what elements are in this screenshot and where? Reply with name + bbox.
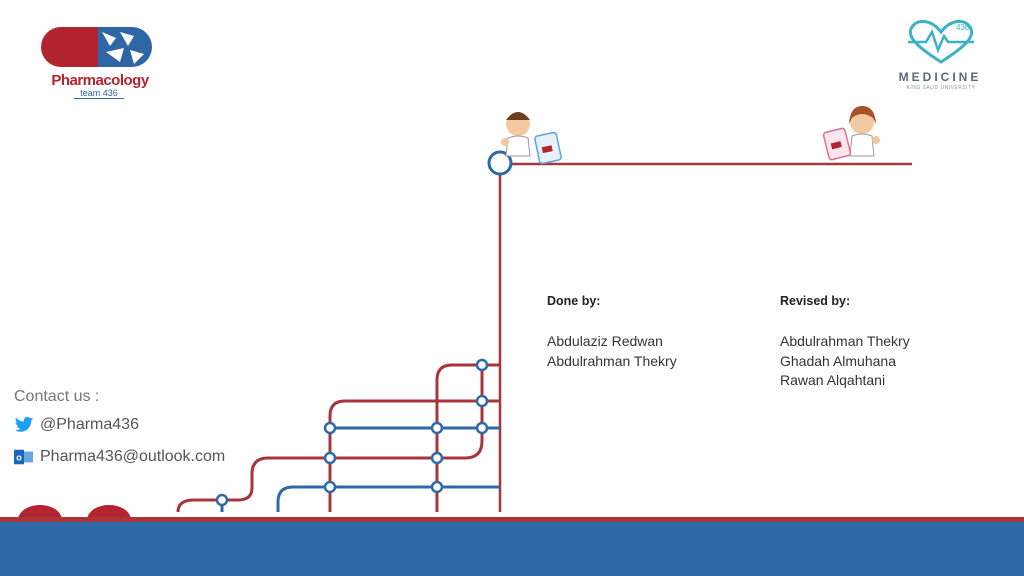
contact-title: Contact us : — [14, 388, 100, 405]
red-route-1 — [435, 363, 500, 512]
revised-by-name: Rawan Alqahtani — [780, 372, 886, 388]
twitter-contact[interactable]: @Pharma436 — [14, 416, 225, 434]
done-by-heading: Done by: — [547, 294, 601, 308]
station-dot — [430, 451, 444, 465]
revised-by-heading: Revised by: — [780, 294, 851, 308]
twitter-icon — [14, 416, 34, 432]
station-dot — [323, 480, 337, 494]
logo-badge: 436 — [956, 23, 970, 32]
logo-subtitle-right: KING SAUD UNIVERSITY — [906, 85, 976, 91]
revised-by-name: Abdulrahman Thekry — [780, 333, 910, 349]
male-doctor-icon — [501, 112, 562, 165]
station-dot — [475, 358, 489, 372]
svg-text:o: o — [16, 453, 22, 463]
logo-title-right: MEDICINE — [898, 70, 982, 84]
contact-section: Contact us : @Pharma436 o Pharma436@outl… — [14, 388, 225, 480]
done-by-name: Abdulrahman Thekry — [547, 352, 677, 369]
outlook-icon: o — [14, 449, 34, 465]
pharmacology-logo: Pharmacology team 436 — [36, 24, 156, 104]
station-dot — [430, 421, 444, 435]
twitter-handle: @Pharma436 — [40, 416, 139, 433]
revised-by-name: Ghadah Almuhana — [780, 352, 896, 369]
floor-red-line — [0, 517, 1024, 522]
station-dot — [323, 421, 337, 435]
blue-route-2 — [276, 485, 500, 512]
heart-pulse-icon: 436 — [908, 19, 974, 64]
station-dot — [323, 451, 337, 465]
female-doctor-icon — [822, 106, 880, 161]
revised-by-section: Revised by: Abdulrahman Thekry Ghadah Al… — [780, 294, 910, 391]
logo-subtitle: team 436 — [74, 88, 124, 99]
station-dot — [430, 480, 444, 494]
pill-icon — [41, 27, 152, 67]
floor-blue-band — [0, 522, 1024, 576]
red-route-2 — [328, 399, 500, 512]
station-dot — [215, 493, 229, 507]
logo-title: Pharmacology — [51, 72, 149, 89]
email-address: Pharma436@outlook.com — [40, 448, 226, 465]
medicine-logo: 436 MEDICINE KING SAUD UNIVERSITY — [886, 18, 996, 98]
red-route-3 — [176, 365, 484, 513]
email-contact[interactable]: o Pharma436@outlook.com — [14, 448, 225, 466]
done-by-name: Abdulaziz Redwan — [547, 333, 663, 349]
station-dot — [475, 394, 489, 408]
done-by-section: Done by: Abdulaziz Redwan Abdulrahman Th… — [547, 294, 677, 371]
top-station-ring — [487, 150, 513, 176]
station-dot — [475, 421, 489, 435]
